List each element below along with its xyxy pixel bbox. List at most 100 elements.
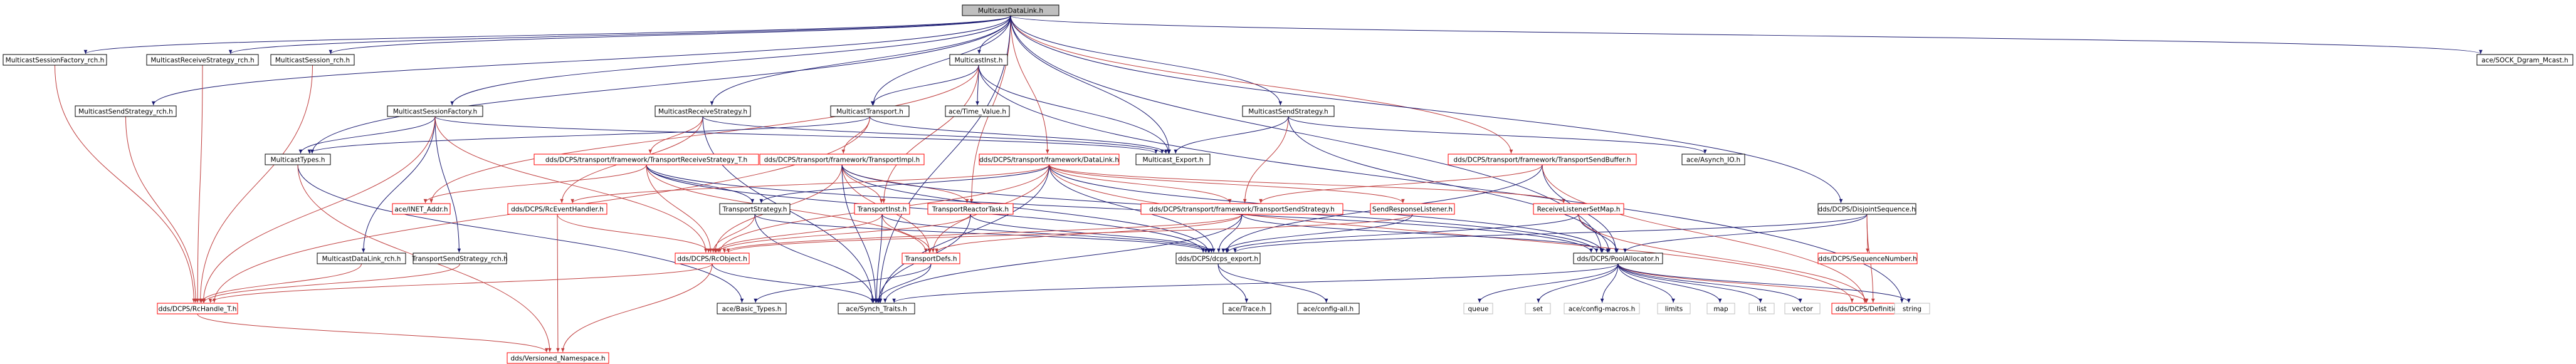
edge-rst-to-dexp <box>646 164 1205 253</box>
edge-tdl-to-tss <box>1049 164 1232 204</box>
node-tss_rch[interactable]: TransportSendStrategy_rch.h <box>411 252 508 264</box>
node-box <box>413 252 507 264</box>
node-box <box>1463 303 1493 315</box>
edge-tinst-to-synch <box>875 214 883 303</box>
node-rst[interactable]: dds/DCPS/transport/framework/TransportRe… <box>534 153 759 165</box>
node-srl[interactable]: SendResponseListener.h <box>1370 203 1455 215</box>
node-msess_rch[interactable]: MulticastSession_rch.h <box>270 54 355 66</box>
node-msf_rch[interactable]: MulticastSessionFactory_rch.h <box>3 54 107 66</box>
edge-rcobj-to-vns <box>560 263 713 353</box>
node-limits: limits <box>1657 303 1691 315</box>
edge-tdl-to-srl <box>1049 164 1405 204</box>
node-label: vector <box>1792 306 1813 313</box>
edge-tss-to-pool <box>1241 214 1610 253</box>
edge-pool-to-list <box>1617 263 1762 303</box>
node-box <box>265 153 331 165</box>
edge-tss-to-tdefs <box>935 214 1243 253</box>
node-tsb[interactable]: dds/DCPS/transport/framework/TransportSe… <box>1448 153 1637 165</box>
node-mdl_rch[interactable]: MulticastDataLink_rch.h <box>317 252 406 264</box>
node-box <box>719 203 791 215</box>
node-msf[interactable]: MulticastSessionFactory.h <box>387 105 483 117</box>
node-label: ace/config-macros.h <box>1569 306 1636 313</box>
edge-trtask-to-rcobj <box>716 214 971 253</box>
edge-tss-to-dexp <box>1217 214 1243 253</box>
node-tdefs[interactable]: TransportDefs.h <box>902 252 960 264</box>
node-asyncio[interactable]: ace/Asynch_IO.h <box>1681 153 1745 165</box>
node-dseq[interactable]: dds/DCPS/DisjointSequence.h <box>1817 203 1916 215</box>
node-label: ReceiveListenerSetMap.h <box>1537 206 1621 214</box>
edge-tdl-to-dexp <box>1049 164 1216 253</box>
node-mss[interactable]: MulticastSendStrategy.h <box>1242 105 1335 117</box>
node-box <box>1681 153 1745 165</box>
edge-tstrat-to-rcobj <box>711 214 755 253</box>
node-mexp[interactable]: Multicast_Export.h <box>1135 153 1211 165</box>
node-timeval[interactable]: ace/Time_Value.h <box>945 105 1010 117</box>
node-mtrans[interactable]: MulticastTransport.h <box>830 105 910 117</box>
node-label: TransportStrategy.h <box>722 206 787 214</box>
node-mrs[interactable]: MulticastReceiveStrategy.h <box>655 105 751 117</box>
edge-minst-to-mtrans <box>870 65 979 106</box>
node-box <box>1222 303 1271 315</box>
node-synch[interactable]: ace/Synch_Traits.h <box>838 303 915 315</box>
node-label: dds/DCPS/transport/framework/TransportSe… <box>1453 157 1631 164</box>
edge-tss-to-rcobj <box>722 214 1243 253</box>
node-label: queue <box>1468 306 1489 313</box>
edge-minst-to-tinst <box>881 65 979 204</box>
node-sock[interactable]: ace/SOCK_Dgram_Mcast.h <box>2476 54 2573 66</box>
edge-pool-to-defs <box>1617 263 1869 303</box>
edge-rlsm-to-dexp <box>1226 214 1579 253</box>
edge-minst-to-mexp <box>978 65 1170 154</box>
node-minst[interactable]: MulticastInst.h <box>949 54 1008 66</box>
node-label: SendResponseListener.h <box>1372 206 1453 214</box>
edge-pool-to-string <box>1617 263 1911 303</box>
node-label: dds/Versioned_Namespace.h <box>510 355 605 363</box>
node-label: list <box>1757 306 1766 313</box>
node-box <box>3 54 107 66</box>
node-mtypes[interactable]: MulticastTypes.h <box>265 153 331 165</box>
edge-pool-to-vector <box>1617 263 1802 303</box>
node-cfgmac: ace/config-macros.h <box>1564 303 1640 315</box>
edge-dexp-to-configall <box>1217 263 1328 303</box>
node-dexp[interactable]: dds/DCPS/dcps_export.h <box>1175 252 1261 264</box>
node-rlsm[interactable]: ReceiveListenerSetMap.h <box>1533 203 1624 215</box>
node-seqnum[interactable]: dds/DCPS/SequenceNumber.h <box>1817 252 1918 264</box>
edge-root-to-mss <box>1010 15 1283 106</box>
edge-timpl-to-dexp <box>841 164 1211 253</box>
node-label: MulticastInst.h <box>955 57 1003 65</box>
edge-tdefs-to-synch <box>876 263 932 303</box>
node-tstrat[interactable]: TransportStrategy.h <box>719 203 791 215</box>
node-mrs_rch[interactable]: MulticastReceiveStrategy_rch.h <box>146 54 259 66</box>
edge-root-to-mrs_rch <box>229 15 1011 55</box>
node-pool[interactable]: dds/DCPS/PoolAllocator.h <box>1573 252 1663 264</box>
node-trace[interactable]: ace/Trace.h <box>1222 303 1271 315</box>
node-box <box>157 303 238 315</box>
node-configall[interactable]: ace/config-all.h <box>1297 303 1360 315</box>
edge-rlsm-to-defs <box>1578 214 1868 303</box>
node-box <box>1817 203 1916 215</box>
node-vns[interactable]: dds/Versioned_Namespace.h <box>507 352 609 364</box>
edge-root-to-mss_rch <box>152 15 1011 106</box>
node-tinst[interactable]: TransportInst.h <box>854 203 910 215</box>
node-box <box>1657 303 1691 315</box>
node-rceh[interactable]: dds/DCPS/RcEventHandler.h <box>507 203 607 215</box>
node-box <box>534 153 759 165</box>
node-box <box>1448 153 1637 165</box>
edge-mss-to-tss <box>1243 116 1289 204</box>
node-btypes[interactable]: ace/Basic_Types.h <box>717 303 787 315</box>
edge-pool-to-map <box>1617 263 1722 303</box>
node-timpl[interactable]: dds/DCPS/transport/framework/TransportIm… <box>759 153 925 165</box>
node-mss_rch[interactable]: MulticastSendStrategy_rch.h <box>75 105 177 117</box>
node-box <box>146 54 259 66</box>
node-tdl[interactable]: dds/DCPS/transport/framework/DataLink.h <box>979 153 1120 165</box>
node-rch[interactable]: dds/DCPS/RcHandle_T.h <box>157 303 238 315</box>
node-inet[interactable]: ace/INET_Addr.h <box>392 203 451 215</box>
edge-rceh-to-vns <box>556 214 560 353</box>
node-tss[interactable]: dds/DCPS/transport/framework/TransportSe… <box>1140 203 1343 215</box>
node-label: MulticastReceiveStrategy_rch.h <box>150 57 254 65</box>
node-trtask[interactable]: TransportReactorTask.h <box>927 203 1014 215</box>
edge-tdl-to-tstrat <box>759 164 1049 204</box>
node-label: dds/DCPS/transport/framework/TransportSe… <box>1149 206 1335 214</box>
edge-root-to-tsb <box>1010 15 1513 154</box>
node-rcobj[interactable]: dds/DCPS/RcObject.h <box>675 252 750 264</box>
node-root[interactable]: MulticastDataLink.h <box>962 4 1059 16</box>
